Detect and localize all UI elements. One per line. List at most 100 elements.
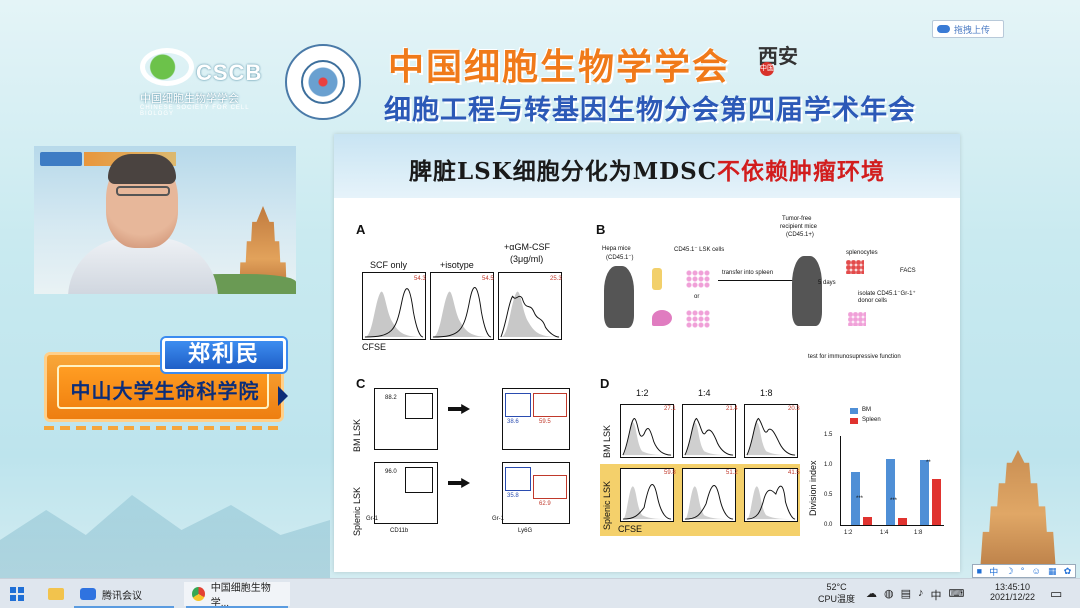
sig-3: ** bbox=[926, 460, 931, 466]
hist-d6-svg bbox=[746, 485, 796, 520]
ime-toolbar[interactable]: ■ 中 ☽ ° ☺ ▦ ✿ bbox=[972, 564, 1076, 578]
panel-c-b2: 35.8 bbox=[507, 493, 519, 499]
chart-ylabel: Division index bbox=[808, 460, 818, 516]
panel-b-hepa: Hepa mice bbox=[602, 246, 631, 252]
taskbar-explorer[interactable] bbox=[40, 582, 72, 606]
xtick-2: 1:4 bbox=[880, 530, 889, 536]
conference-title-line1: 中国细胞生物学学会 bbox=[388, 47, 731, 88]
panel-b-recip2: recipient mice bbox=[780, 224, 818, 230]
panel-d-label: D bbox=[600, 376, 610, 391]
bar-sp-2 bbox=[897, 518, 907, 525]
bar-bm-3 bbox=[920, 460, 930, 525]
panel-a-label: A bbox=[356, 222, 366, 237]
tray-volume-icon[interactable]: ♪ bbox=[918, 587, 924, 599]
panel-c-y1: Gr-1 bbox=[366, 516, 378, 522]
xtick-3: 1:8 bbox=[914, 530, 923, 536]
speaker-name: 郑利民 bbox=[187, 342, 260, 367]
speaker-hair bbox=[108, 154, 176, 184]
chart-plot-area bbox=[840, 436, 944, 526]
panel-c-x1: CD11b bbox=[390, 528, 409, 534]
panel-a-v3: 25.3 bbox=[550, 276, 562, 282]
taskbar-app2-label: 中国细胞生物学... bbox=[210, 583, 271, 608]
taskbar-tencent-meeting[interactable]: 腾讯会议 bbox=[72, 582, 176, 606]
dna-icon bbox=[301, 60, 345, 104]
panel-c-y2: Gr-1 bbox=[492, 516, 504, 522]
windows-start-icon[interactable] bbox=[10, 587, 24, 601]
ime-mode[interactable]: 中 bbox=[989, 566, 999, 577]
panel-c-row2: Splenic LSK bbox=[352, 486, 362, 536]
panel-d-xlabel: CFSE bbox=[618, 524, 643, 534]
system-tray: ☁ ◍ ▤ ♪ 中 ⌨ bbox=[866, 587, 964, 603]
ime-moon-icon[interactable]: ☽ bbox=[1005, 565, 1014, 576]
bar-sp-3 bbox=[932, 479, 942, 525]
bar-bm-1 bbox=[851, 472, 860, 525]
ime-settings-icon[interactable]: ✿ bbox=[1063, 565, 1072, 576]
notification-icon[interactable]: ▭ bbox=[1050, 586, 1063, 601]
institution-name: 中山大学生命科学院 bbox=[70, 379, 260, 403]
panel-a-col2: +isotype bbox=[440, 260, 474, 270]
tray-keyboard-icon[interactable]: ⌨ bbox=[948, 588, 965, 600]
tray-wechat-icon[interactable]: ◍ bbox=[884, 588, 894, 600]
panel-a-xlabel: CFSE bbox=[362, 342, 387, 352]
gate-1 bbox=[405, 393, 433, 419]
panel-b-isolate1: isolate CD45.1⁻Gr-1⁺ bbox=[858, 291, 916, 297]
cscb-cn-name: 中国细胞生物学学会 bbox=[140, 93, 239, 105]
cscb-en-name: CHINESE SOCIETY FOR CELL BIOLOGY bbox=[140, 105, 250, 117]
sp-val-1: 59.8 bbox=[664, 470, 676, 476]
hist-d5-svg bbox=[684, 485, 734, 520]
panel-d-hist-bm-2 bbox=[682, 404, 736, 458]
background-mountains bbox=[0, 495, 330, 580]
drag-upload-button[interactable]: 拖拽上传 bbox=[932, 20, 1004, 38]
ytick-2: 1.0 bbox=[824, 462, 833, 468]
panel-b-hepa2: (CD45.1⁻) bbox=[606, 255, 634, 261]
cpu-temp[interactable]: 52°C CPU温度 bbox=[818, 582, 855, 605]
panel-a-col1: SCF only bbox=[370, 260, 408, 270]
tray-cloud-icon[interactable]: ☁ bbox=[866, 588, 877, 600]
ime-grid-icon[interactable]: ▦ bbox=[1048, 565, 1057, 576]
panel-d-hist-sp-2 bbox=[682, 468, 736, 522]
tray-ime-icon[interactable]: 中 bbox=[930, 590, 942, 602]
panel-d-hist-sp-1 bbox=[620, 468, 674, 522]
taskbar: 腾讯会议 中国细胞生物学... 52°C CPU温度 ☁ ◍ ▤ ♪ 中 ⌨ 1… bbox=[0, 578, 1080, 608]
panel-c-x2: Ly6G bbox=[518, 528, 533, 534]
panel-b-isolate2: donor cells bbox=[858, 298, 888, 304]
panel-b-splenocytes: splenocytes bbox=[846, 250, 878, 256]
hist-d3-svg bbox=[746, 417, 796, 456]
recipient-mouse-icon bbox=[792, 256, 822, 326]
panel-d-r3: 1:8 bbox=[760, 388, 773, 398]
panel-c-r2: 62.9 bbox=[539, 501, 551, 507]
panel-d-hist-sp-3 bbox=[744, 468, 798, 522]
panel-a-col3: +αGM-CSF bbox=[504, 242, 550, 252]
hist-d2-svg bbox=[684, 417, 734, 456]
panel-a-col3b: (3μg/ml) bbox=[510, 254, 544, 264]
clock-date: 2021/12/22 bbox=[990, 592, 1036, 602]
panel-c-plot-3: 96.0 bbox=[374, 462, 438, 524]
bar-bm-2 bbox=[885, 459, 895, 525]
panel-d-hist-bm-1 bbox=[620, 404, 674, 458]
panel-c-plot-2: 38.6 59.5 bbox=[502, 388, 570, 450]
panel-b-recip3: (CD45.1+) bbox=[786, 232, 814, 238]
ime-smile-icon[interactable]: ☺ bbox=[1031, 566, 1041, 576]
ime-punct-icon[interactable]: ° bbox=[1020, 566, 1025, 576]
ytick-4: 0.0 bbox=[824, 522, 833, 528]
video-logo bbox=[40, 152, 82, 166]
slide-title-part2: 不依赖肿瘤环境 bbox=[717, 158, 886, 185]
tray-network-icon[interactable]: ▤ bbox=[900, 588, 912, 600]
taskbar-chrome[interactable]: 中国细胞生物学... bbox=[184, 582, 290, 608]
lsk-cells-icon-1 bbox=[686, 270, 710, 288]
plate-arrow-icon bbox=[278, 386, 288, 406]
plate-dashes bbox=[44, 426, 284, 430]
donor-cells-icon bbox=[848, 312, 866, 326]
division-index-chart: Division index 1.5 1.0 0.5 0.0 BM Spleen… bbox=[808, 406, 950, 546]
panel-b-days: 5 days bbox=[818, 280, 836, 286]
splenocyte-cells-icon bbox=[846, 260, 864, 274]
lsk-cells-icon-2 bbox=[686, 310, 710, 328]
speaker-video bbox=[34, 146, 296, 294]
spleen-icon bbox=[652, 310, 672, 326]
panel-a-hist-2 bbox=[430, 272, 494, 340]
figure-area: A SCF only +isotype +αGM-CSF (3μg/ml) 54… bbox=[352, 216, 952, 556]
ime-logo-icon[interactable]: ■ bbox=[976, 566, 983, 576]
clock[interactable]: 13:45:10 2021/12/22 bbox=[990, 582, 1035, 602]
legend-bm-swatch bbox=[850, 408, 858, 414]
bar-sp-1 bbox=[863, 517, 872, 525]
